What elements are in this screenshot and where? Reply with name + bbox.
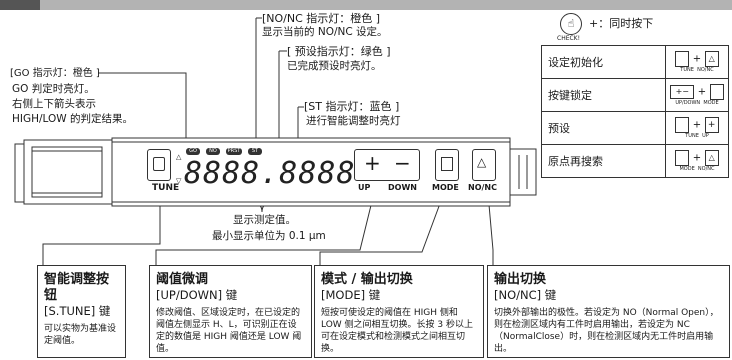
- no-nc-button[interactable]: [472, 149, 496, 181]
- box-description: 短按可使设定的阈值在 HIGH 侧和 LOW 侧之间相互切换。长按 3 秒以上可…: [321, 308, 473, 354]
- go-indicator-callout-title: [GO 指示灯：橙色 ]: [10, 68, 100, 79]
- mode-key-icon: [709, 84, 724, 100]
- legend-key2: MODE: [703, 100, 719, 106]
- legend-row: 设定初始化 + △ TUNE NO/NC: [541, 45, 729, 79]
- box-title: 输出切换: [494, 272, 547, 287]
- legend-note: +：同时按下: [589, 17, 654, 30]
- legend-row-icons: + △ TUNE NO/NC: [665, 45, 729, 79]
- display-callout-line1: 显示测定值。: [233, 214, 296, 226]
- up-down-key-icon: +−: [670, 85, 695, 99]
- tune-key-icon: [675, 117, 690, 133]
- no-nc-label: NO/NC: [468, 183, 497, 192]
- header-accent: [0, 0, 40, 10]
- legend-row-icons: +− + UP/DOWN MODE: [665, 78, 729, 112]
- box-description: 修改阈值、区域设定时，在已设定的阈值左侧显示 H、L，可识别正在设定的数值是 H…: [156, 308, 302, 354]
- go-indicator-callout-line3: HIGH/LOW 的判定结果。: [12, 113, 134, 125]
- no-nc-key-icon: △: [704, 51, 719, 67]
- mode-label: MODE: [432, 183, 459, 192]
- legend-row-icons: + + TUNE UP: [665, 111, 729, 145]
- measurement-display: 8888.8888: [184, 156, 356, 191]
- up-plus-icon: +: [364, 151, 381, 175]
- box-title: 智能调整按钮: [44, 272, 110, 303]
- legend-key2: NO/NC: [697, 166, 715, 172]
- s-tune-description-box: 智能调整按钮 [S.TUNE] 键 可以实物为基准设定阈值。: [37, 265, 126, 358]
- box-subtitle: [S.TUNE] 键: [44, 304, 111, 318]
- st-indicator-callout-desc: 进行智能调整时亮灯: [306, 115, 401, 127]
- preset-indicator-callout-desc: 已完成预设时亮灯。: [287, 60, 382, 72]
- s-tune-button-icon: [153, 157, 165, 171]
- legend-key2: UP: [702, 133, 709, 139]
- box-subtitle: [UP/DOWN] 键: [156, 288, 238, 302]
- up-key-icon: +: [704, 117, 719, 133]
- no-nc-key-icon: △: [704, 150, 719, 166]
- box-title: 阈值微调: [156, 272, 209, 287]
- down-minus-icon: −: [394, 151, 411, 175]
- go-indicator-callout-line2: 右侧上下箭头表示: [12, 98, 96, 110]
- legend-key1: UP/DOWN: [675, 100, 701, 106]
- sensor-amplifier-body: TUNE △ ▽ GO NO PRST ST 8888.8888 + − UP …: [14, 137, 538, 208]
- no-nc-indicator-callout-desc: 显示当前的 NO/NC 设定。: [262, 26, 388, 38]
- no-nc-description-box: 输出切换 [NO/NC] 键 切换外部输出的极性。若设定为 NO（Normal …: [487, 265, 730, 358]
- no-nc-indicator-callout-title: [NO/NC 指示灯：橙色 ]: [262, 12, 381, 25]
- key-combination-table: 设定初始化 + △ TUNE NO/NC 按键锁定 +− + UP/DOWN M…: [541, 45, 729, 178]
- tune-key-icon: [675, 51, 690, 67]
- box-subtitle: [NO/NC] 键: [494, 288, 557, 302]
- legend-key2: NO/NC: [697, 67, 714, 73]
- display-callout-line2: 最小显示单位为 0.1 μm: [212, 230, 326, 242]
- header-bar: [0, 0, 732, 10]
- down-label: DOWN: [388, 183, 417, 192]
- legend-row-label: 按键锁定: [541, 78, 666, 112]
- legend-row-label: 设定初始化: [541, 45, 666, 79]
- check-label: CHECK!: [557, 35, 581, 42]
- st-indicator-callout-title: [ST 指示灯：蓝色 ]: [304, 100, 400, 113]
- up-label: UP: [358, 183, 371, 192]
- no-nc-indicator: NO: [206, 148, 220, 155]
- up-down-description-box: 阈值微调 [UP/DOWN] 键 修改阈值、区域设定时，在已设定的阈值左侧显示 …: [149, 265, 312, 358]
- mode-button[interactable]: [435, 149, 459, 181]
- s-tune-button[interactable]: [147, 149, 171, 181]
- legend-row: 预设 + + TUNE UP: [541, 111, 729, 145]
- go-indicator: GO: [186, 148, 200, 155]
- box-title: 模式 / 输出切换: [321, 272, 413, 287]
- legend-row-icons: + △ MODE NO/NC: [665, 144, 729, 178]
- box-description: 可以实物为基准设定阈值。: [44, 324, 117, 346]
- legend-key1: TUNE: [685, 133, 699, 139]
- st-indicator: ST: [248, 148, 262, 155]
- high-arrow-icon: △: [176, 153, 182, 161]
- legend-key1: TUNE: [680, 67, 694, 73]
- box-description: 切换外部输出的极性。若设定为 NO（Normal Open），则在检测区域内有工…: [494, 308, 719, 354]
- up-down-button[interactable]: [354, 149, 420, 181]
- check-icon: ☝: [560, 13, 582, 35]
- go-indicator-callout-line1: GO 判定时亮灯。: [12, 83, 95, 95]
- legend-key1: MODE: [679, 166, 695, 172]
- box-subtitle: [MODE] 键: [321, 288, 381, 302]
- legend-row-label: 预设: [541, 111, 666, 145]
- mode-icon: [441, 157, 453, 171]
- low-arrow-icon: ▽: [176, 177, 182, 185]
- legend-row: 按键锁定 +− + UP/DOWN MODE: [541, 78, 729, 112]
- tune-label: TUNE: [152, 183, 180, 193]
- legend-row-label: 原点再搜索: [541, 144, 666, 178]
- mode-description-box: 模式 / 输出切换 [MODE] 键 短按可使设定的阈值在 HIGH 侧和 LO…: [314, 265, 484, 358]
- preset-indicator-callout-title: [ 预设指示灯：绿色 ]: [287, 45, 391, 58]
- mode-key-icon: [675, 150, 690, 166]
- preset-indicator: PRST: [226, 148, 242, 155]
- triangle-icon: △: [477, 155, 487, 169]
- legend-row: 原点再搜索 + △ MODE NO/NC: [541, 144, 729, 178]
